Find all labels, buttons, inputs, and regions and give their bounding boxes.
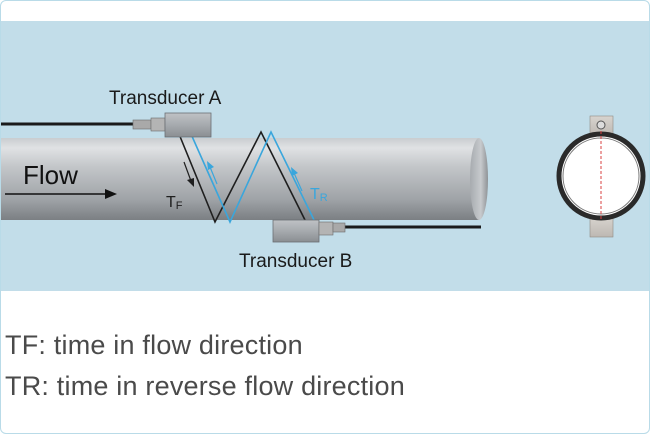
- transducer-a: [132, 112, 212, 138]
- legend-tf: TF: time in flow direction: [5, 330, 303, 360]
- tf-label: TF: [166, 194, 183, 212]
- reverse-signal-path: [190, 130, 316, 224]
- pipe-cross-section: [556, 115, 646, 238]
- flow-arrow: [5, 189, 117, 199]
- transducer-b-label: Transducer B: [239, 251, 352, 272]
- tr-direction-arrow-1: [207, 161, 218, 185]
- transducer-b: [272, 219, 346, 243]
- pipe: [1, 138, 488, 220]
- flow-label: Flow: [23, 160, 78, 190]
- tr-direction-arrow-2: [291, 167, 303, 192]
- transducer-a-label: Transducer A: [109, 88, 222, 109]
- tf-direction-arrow: [183, 161, 194, 187]
- forward-signal-path: [178, 130, 307, 224]
- cross-section-bolt-icon: [596, 120, 606, 130]
- legend-tr: TR: time in reverse flow direction: [5, 371, 405, 401]
- tr-label: TR: [310, 186, 328, 204]
